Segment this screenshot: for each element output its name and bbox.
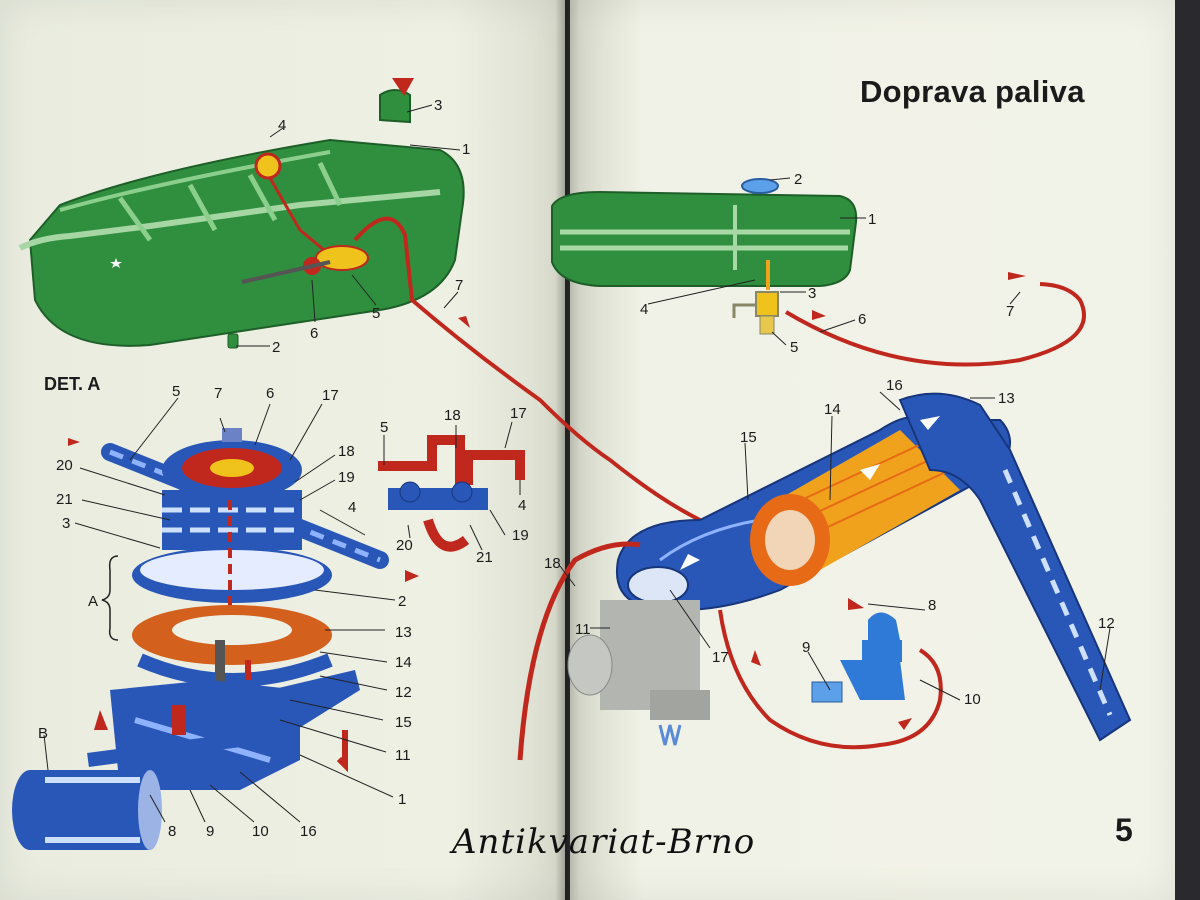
callout-det-20: 20: [56, 457, 73, 474]
callout-inset-18: 18: [444, 407, 461, 424]
callout-det-11: 11: [395, 747, 411, 764]
carburettor: [567, 600, 710, 746]
callout-filter-10: 10: [964, 691, 981, 708]
callout-inset-21: 21: [476, 549, 493, 566]
callout-inset-17: 17: [510, 405, 527, 422]
callout-filter-9: 9: [802, 639, 810, 656]
callout-tank-left-6: 6: [310, 325, 318, 342]
leader-lines: [43, 104, 1111, 823]
callout-det-13: 13: [395, 624, 412, 641]
callout-filter-14: 14: [824, 401, 841, 418]
callout-det-5: 5: [172, 383, 180, 400]
callout-det-16: 16: [300, 823, 317, 840]
left-fuel-tank: [18, 78, 465, 349]
callout-det-3: 3: [62, 515, 70, 532]
callout-inset-19: 19: [512, 527, 529, 544]
callout-filter-13: 13: [998, 390, 1015, 407]
callout-inset-4: 4: [518, 497, 526, 514]
callout-det-2: 2: [398, 593, 406, 610]
callout-det-18: 18: [338, 443, 355, 460]
callout-det-8: 8: [168, 823, 176, 840]
callout-numbers: 1 2 3 4 5 6 7 5 7 6 17 18 19 20 21 3 4 2…: [38, 97, 1115, 840]
callout-filter-18: 18: [544, 555, 561, 572]
callout-inset-5: 5: [380, 419, 388, 436]
callout-tank-left-3: 3: [434, 97, 442, 114]
fuel-line-carb: [517, 541, 641, 761]
fuel-line-pump: [718, 609, 943, 750]
book-gutter: [555, 0, 580, 900]
callout-inset-20: 20: [396, 537, 413, 554]
callout-tank-right-2: 2: [794, 171, 802, 188]
callout-det-1: 1: [398, 791, 406, 808]
callout-tank-left-4: 4: [278, 117, 286, 134]
callout-det-17: 17: [322, 387, 339, 404]
right-fuel-pump: [811, 612, 905, 703]
callout-tank-right-6: 6: [858, 311, 866, 328]
callout-det-9: 9: [206, 823, 214, 840]
callout-tank-right-3: 3: [808, 285, 816, 302]
callout-det-7: 7: [214, 385, 222, 402]
callout-filter-12: 12: [1098, 615, 1115, 632]
callout-filter-8: 8: [928, 597, 936, 614]
page-title: Doprava paliva: [860, 74, 1085, 109]
callout-tank-left-7: 7: [455, 277, 463, 294]
fuel-line-tank-out: [784, 282, 1086, 367]
callout-det-6: 6: [266, 385, 274, 402]
valve-inset: [378, 435, 525, 552]
callout-filter-15: 15: [740, 429, 757, 446]
watermark: Antikvariat-Brno: [452, 822, 756, 862]
callout-det-10: 10: [252, 823, 269, 840]
callout-det-15: 15: [395, 714, 412, 731]
callout-filter-16: 16: [886, 377, 903, 394]
callout-det-4: 4: [348, 499, 356, 516]
callout-tank-left-2: 2: [272, 339, 280, 356]
callout-det-14: 14: [395, 654, 412, 671]
fuel-line-main: [353, 216, 701, 522]
page-number: 5: [1115, 812, 1133, 848]
callout-tank-left-1: 1: [462, 141, 470, 158]
callout-tank-right-5: 5: [790, 339, 798, 356]
air-filter-assembly: [616, 392, 1132, 742]
callout-det-B: B: [38, 725, 48, 742]
callout-det-21: 21: [56, 491, 73, 508]
callout-tank-left-5: 5: [372, 305, 380, 322]
callout-tank-right-4: 4: [640, 301, 648, 318]
callout-det-A: A: [88, 593, 98, 610]
callout-tank-right-1: 1: [868, 211, 876, 228]
right-fuel-tank: [551, 178, 858, 335]
callout-filter-11: 11: [575, 621, 591, 638]
callout-det-12: 12: [395, 684, 412, 701]
callout-det-19: 19: [338, 469, 355, 486]
callout-tank-right-7: 7: [1006, 303, 1014, 320]
detail-a-label: DET. A: [44, 374, 101, 394]
fuel-pump-detail: [12, 428, 419, 850]
callout-filter-17: 17: [712, 649, 729, 666]
bracket-a: [101, 555, 119, 641]
